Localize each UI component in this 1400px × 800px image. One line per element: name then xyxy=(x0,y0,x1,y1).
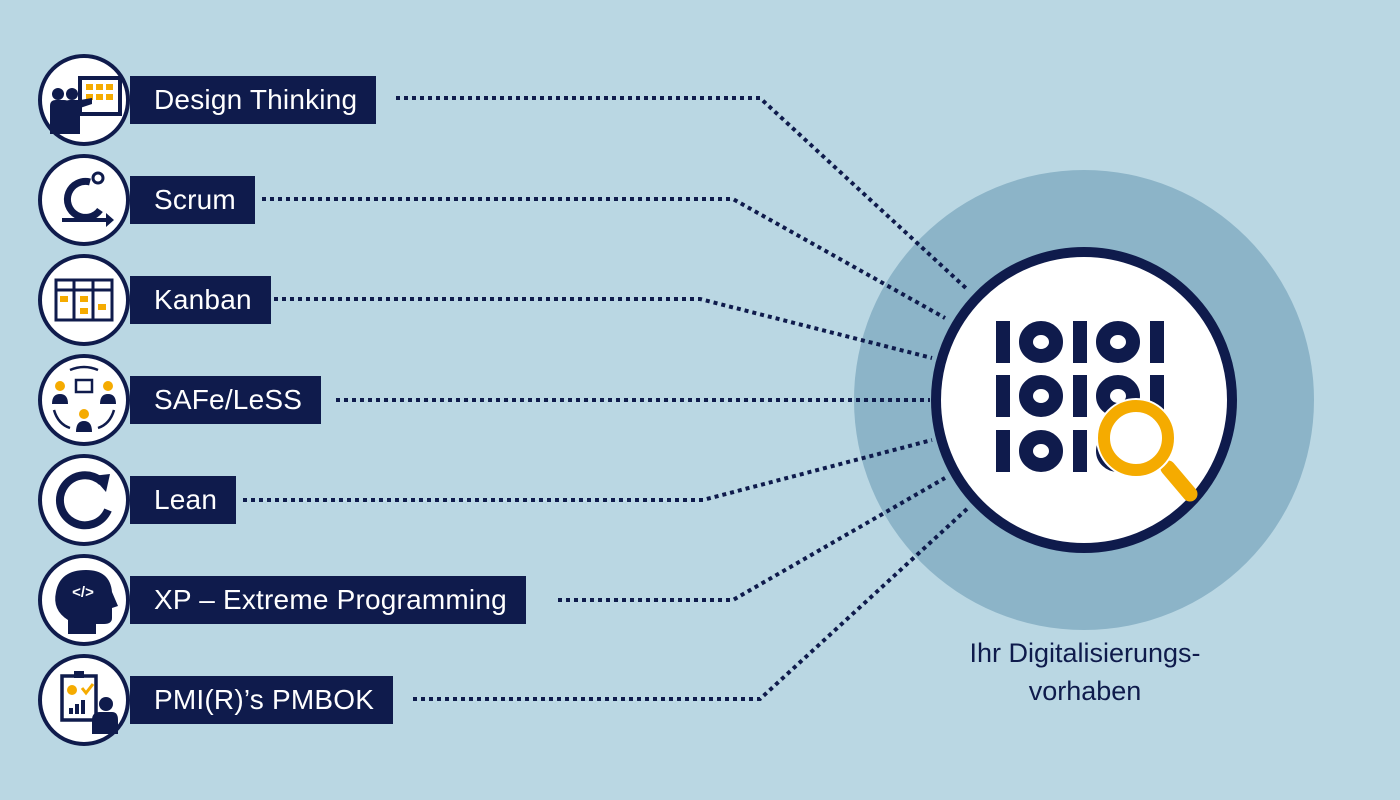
connector-kanban xyxy=(274,297,933,360)
kanban-board-icon xyxy=(38,254,130,346)
connector-lean xyxy=(243,438,933,502)
method-label-design-thinking: Design Thinking xyxy=(130,76,377,124)
center-caption-line2: vorhaben xyxy=(1028,676,1142,706)
team-collaboration-icon xyxy=(38,354,130,446)
code-head-icon: </> xyxy=(38,554,130,646)
center-caption-line1: Ihr Digitalisierungs- xyxy=(969,638,1201,668)
presentation-board-icon xyxy=(38,54,130,146)
method-label-kanban: Kanban xyxy=(130,276,271,324)
svg-text:</>: </> xyxy=(72,584,94,601)
connector-scrum xyxy=(262,197,946,320)
method-label-safe-less: SAFe/LeSS xyxy=(130,376,322,424)
connector-lines xyxy=(243,96,970,701)
method-label-scrum: Scrum xyxy=(130,176,255,224)
connector-xp xyxy=(558,476,946,602)
clipboard-presenter-icon xyxy=(38,654,130,746)
scrum-cycle-icon xyxy=(38,154,130,246)
method-label-lean: Lean xyxy=(130,476,237,524)
method-icon-circles: </> xyxy=(38,54,130,746)
circular-arrow-icon xyxy=(38,454,130,546)
connector-pmbok xyxy=(413,506,970,701)
connector-design-thinking xyxy=(396,96,970,292)
method-label-pmbok: PMI(R)’s PMBOK xyxy=(130,676,394,724)
method-label-xp: XP – Extreme Programming xyxy=(130,576,526,624)
center-caption: Ihr Digitalisierungs- vorhaben xyxy=(905,634,1265,710)
binary-search-icon xyxy=(996,321,1198,502)
